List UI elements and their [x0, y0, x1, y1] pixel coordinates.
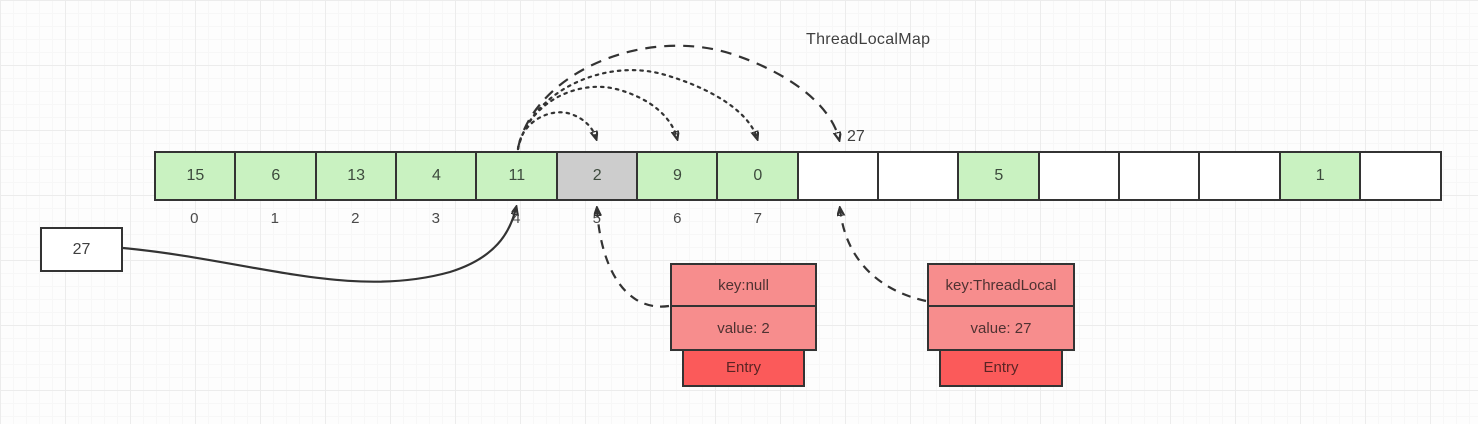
index-label-2: 2 — [351, 210, 360, 227]
array-cell-6: 9 — [636, 151, 719, 201]
index-label-spacer — [879, 210, 960, 230]
array-cell-10: 5 — [957, 151, 1041, 201]
array-cell-1: 6 — [234, 151, 318, 201]
entry-body: key:ThreadLocal value: 27 — [927, 263, 1075, 351]
array-cell-5: 2 — [555, 151, 639, 201]
entry-value-label: value: 27 — [929, 307, 1073, 349]
array-cell-9 — [877, 151, 960, 201]
index-label-7: 7 — [753, 210, 762, 227]
entry-value-label: value: 2 — [672, 307, 815, 349]
slot8-value-annotation: 27 — [847, 128, 865, 145]
array-cell-13 — [1198, 151, 1282, 201]
entry-key-label: key:null — [672, 265, 815, 307]
entry-box-threadlocal: key:ThreadLocal value: 27 Entry — [927, 263, 1075, 387]
index-label-4: 4 — [512, 210, 521, 227]
array-cell-0: 15 — [154, 151, 237, 201]
index-labels: 0 1 2 3 4 5 6 7 — [154, 210, 1442, 230]
index-label-spacer — [1281, 210, 1362, 230]
array-cell-12 — [1118, 151, 1201, 201]
index-label-3: 3 — [431, 210, 440, 227]
entry-type-label: Entry — [939, 348, 1063, 387]
array-cell-8 — [796, 151, 880, 201]
array-cell-4: 11 — [475, 151, 559, 201]
index-label-0: 0 — [190, 210, 199, 227]
index-label-spacer — [1362, 210, 1443, 230]
entry-type-label: Entry — [682, 348, 805, 387]
index-label-5: 5 — [592, 210, 601, 227]
array-cell-2: 13 — [314, 151, 398, 201]
arrow-probe-slot7-dotted — [516, 69, 757, 151]
entry-box-stale: key:null value: 2 Entry — [670, 263, 817, 387]
entry-body: key:null value: 2 — [670, 263, 817, 351]
index-label-spacer — [1201, 210, 1282, 230]
index-label-spacer — [1040, 210, 1121, 230]
incoming-value-box: 27 — [40, 227, 123, 272]
arrow-probe-slot5-dotted — [516, 111, 596, 151]
arrow-probe-slot6-dotted — [516, 85, 677, 151]
index-label-spacer — [959, 210, 1040, 230]
array-cell-15 — [1359, 151, 1442, 201]
index-label-6: 6 — [673, 210, 682, 227]
index-label-1: 1 — [270, 210, 279, 227]
entry-key-label: key:ThreadLocal — [929, 265, 1073, 307]
index-label-spacer — [798, 210, 879, 230]
arrow-probe-slot8-dashed — [516, 44, 839, 149]
array-cell-11 — [1037, 151, 1121, 201]
index-label-spacer — [1120, 210, 1201, 230]
array-cell-3: 4 — [395, 151, 478, 201]
diagram-title: ThreadLocalMap — [806, 31, 931, 48]
array-cell-7: 0 — [716, 151, 800, 201]
array-cell-14: 1 — [1278, 151, 1362, 201]
